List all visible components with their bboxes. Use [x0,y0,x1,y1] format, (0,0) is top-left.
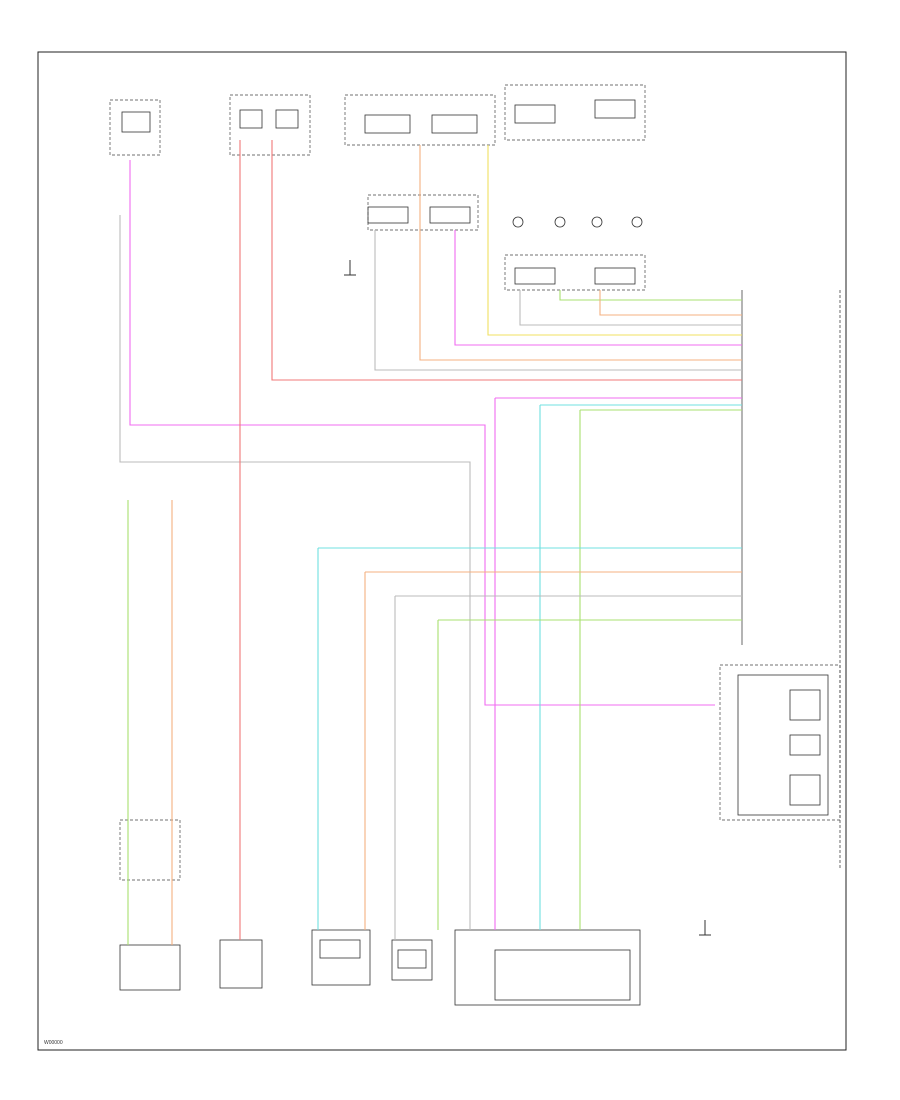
wire-red-3 [271,140,742,381]
switch-block-top-right [504,84,646,291]
wire-orange-24 [599,290,742,316]
wire-green-23 [559,290,742,301]
control-module-connector [741,290,841,870]
component-transmission-module [454,929,641,1006]
wire-pink-0 [129,160,715,706]
ground-symbol-bottom-right [699,920,711,936]
component-solenoid-a [311,929,371,986]
fuse-block-center [229,94,311,156]
component-park-neutral-switch [119,819,181,991]
diagram-frame [37,51,847,1051]
shift-module [719,664,841,821]
footer-code: W00000 [44,1040,63,1046]
fuse-block-left [109,99,161,156]
wire-gray-1 [119,215,471,930]
wire-pink-26 [454,230,742,346]
component-solenoid-b [391,939,433,981]
wire-orange-4 [419,145,742,361]
component-transmission-range-sensor [219,939,263,989]
ground-symbol-top [344,260,356,276]
wire-gray-25 [374,230,742,371]
wire-gray-22 [519,290,742,326]
wire-yellow-5 [487,145,742,336]
